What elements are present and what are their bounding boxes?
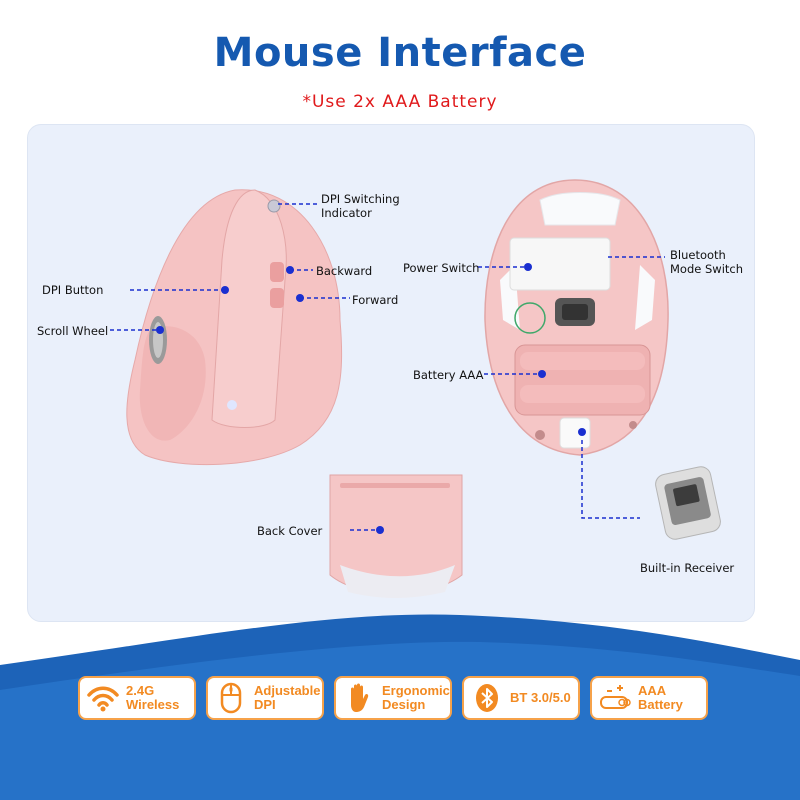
page-title: Mouse Interface [213, 30, 587, 76]
bluetooth-icon [476, 684, 498, 712]
bluetooth-label-line1: Bluetooth [670, 248, 726, 262]
feature-line2: Wireless [126, 697, 180, 712]
battery-label: Battery AAA [413, 368, 484, 382]
feature-line1: Ergonomic [382, 683, 450, 698]
feature-line1: 2.4G [126, 683, 155, 698]
feature-line1: Adjustable [254, 683, 321, 698]
forward-label: Forward [352, 293, 399, 307]
backward-label: Backward [316, 264, 373, 278]
mouse-side-view [126, 189, 343, 466]
power-switch-label: Power Switch [403, 261, 480, 275]
receiver-label: Built-in Receiver [640, 561, 735, 575]
feature-line2: Design [382, 697, 426, 712]
back-cover-label: Back Cover [257, 524, 323, 538]
feature-badge-dpi: Adjustable DPI [206, 676, 324, 720]
mouse-icon [220, 682, 242, 714]
feature-badge-ergonomic: Ergonomic Design [334, 676, 452, 720]
bluetooth-label-line2: Mode Switch [670, 262, 744, 276]
bluetooth-switch-label: Bluetooth Mode Switch [670, 248, 743, 276]
dpi-button-label: DPI Button [42, 283, 104, 297]
feature-badge-wireless: 2.4G Wireless [78, 676, 196, 720]
feature-line1: AAA [638, 683, 667, 698]
dpi-indicator-label-line2: Indicator [321, 206, 372, 220]
battery-icon [600, 685, 631, 709]
hand-icon [351, 683, 369, 712]
feature-badge-battery: AAA Battery [590, 676, 708, 720]
dpi-indicator-label: DPI Switching Indicator [321, 192, 400, 220]
feature-line2: DPI [254, 697, 276, 712]
wifi-icon [87, 686, 119, 712]
page-subtitle: *Use 2x AAA Battery [302, 92, 498, 112]
mouse-bottom-view [484, 179, 669, 456]
scroll-wheel-label: Scroll Wheel [37, 324, 109, 338]
feature-line2: Battery [638, 697, 683, 712]
usb-receiver [655, 466, 721, 540]
feature-line1: BT 3.0/5.0 [510, 690, 571, 705]
back-cover-part [329, 474, 463, 598]
feature-badge-bluetooth: BT 3.0/5.0 [462, 676, 580, 720]
callout-dots [156, 263, 586, 534]
dpi-indicator-label-line1: DPI Switching [321, 192, 400, 206]
